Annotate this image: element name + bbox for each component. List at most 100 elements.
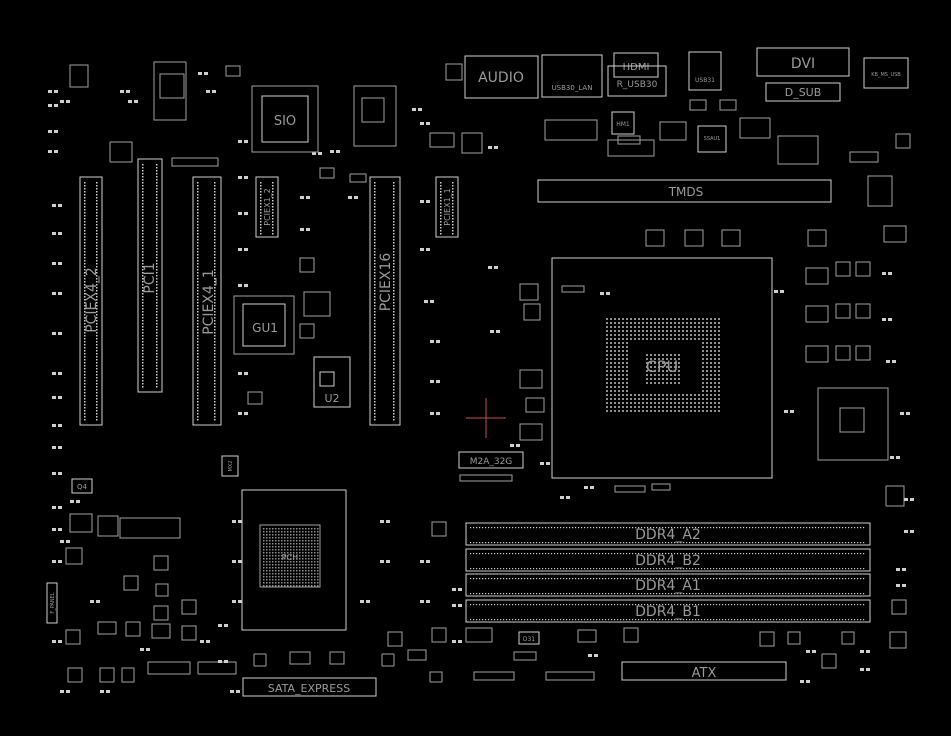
- ddr4-b1-slot[interactable]: DDR4_B1: [465, 599, 871, 623]
- dimm-pin: [479, 553, 481, 555]
- cpu-land: [650, 398, 652, 400]
- cpu-land: [710, 342, 712, 344]
- component: [544, 119, 598, 141]
- dimm-pin: [605, 553, 607, 555]
- pin-pad: [260, 212, 262, 214]
- usb31-connector[interactable]: USB31: [688, 51, 722, 91]
- dimm-pin: [755, 568, 757, 570]
- dimm-pin: [818, 527, 820, 529]
- dimm-pin: [605, 578, 607, 580]
- dimm-pin: [863, 542, 865, 544]
- dimm-pin: [611, 527, 613, 529]
- tmds-region[interactable]: TMDS: [537, 179, 832, 203]
- pin-pad: [156, 284, 158, 286]
- usb30-lan-connector[interactable]: USB30_LAN: [541, 54, 603, 98]
- hm1-chip[interactable]: HM1: [611, 111, 635, 135]
- pad: [380, 520, 384, 523]
- sio-chip[interactable]: SIO: [251, 85, 319, 153]
- pin-pad: [197, 347, 199, 349]
- d-sub-connector[interactable]: D_SUB: [765, 82, 841, 102]
- cpu-socket[interactable]: CPU: [551, 257, 773, 479]
- cpu-land: [606, 370, 608, 372]
- pch-ball: [284, 540, 286, 542]
- m2a-slot[interactable]: M2A_32G: [458, 451, 524, 469]
- pad: [58, 424, 62, 427]
- r-usb30-connector[interactable]: R_USB30: [607, 65, 667, 97]
- dimm-pin: [470, 542, 472, 544]
- pad: [780, 290, 784, 293]
- hdmi-connector[interactable]: HDMI: [613, 52, 659, 78]
- ddr4-a1-slot[interactable]: DDR4_A1: [465, 573, 871, 597]
- pin-pad: [84, 212, 86, 214]
- pch-ball: [299, 573, 301, 575]
- pin-pad: [393, 263, 395, 265]
- cpu-land: [614, 330, 616, 332]
- pad: [774, 290, 778, 293]
- gu1-chip[interactable]: GU1: [233, 295, 295, 355]
- pch-ball: [305, 585, 307, 587]
- pch-chip[interactable]: PCH: [241, 489, 347, 631]
- cpu-land: [706, 410, 708, 412]
- cpu-land: [678, 402, 680, 404]
- ssau1-chip[interactable]: SSAU1: [697, 125, 727, 153]
- f-panel-connector[interactable]: F_PANEL: [46, 582, 58, 624]
- dimm-pin: [482, 568, 484, 570]
- cpu-land: [678, 370, 680, 372]
- dimm-pin: [569, 619, 571, 621]
- u2-chip[interactable]: U2: [313, 356, 351, 408]
- kb-ms-usb-connector[interactable]: KB_MS_USB: [863, 57, 909, 89]
- dimm-pin: [677, 568, 679, 570]
- ddr4-b2-slot[interactable]: DDR4_B2: [465, 548, 871, 572]
- d31-component[interactable]: D31: [518, 631, 540, 645]
- atx-connector[interactable]: ATX: [621, 661, 787, 681]
- pad: [488, 266, 492, 269]
- cpu-land: [682, 398, 684, 400]
- pci1-slot[interactable]: PCI1: [137, 158, 163, 393]
- pciex4-1-slot[interactable]: PCIEX4_1: [192, 176, 222, 426]
- sata-express-connector[interactable]: SATA_EXPRESS: [242, 677, 377, 697]
- cpu-land: [678, 326, 680, 328]
- component: [151, 623, 171, 639]
- dimm-pin: [686, 604, 688, 606]
- dimm-pin: [821, 619, 823, 621]
- pin-pad: [374, 365, 376, 367]
- pin-pad: [142, 239, 144, 241]
- cpu-land: [618, 338, 620, 340]
- dimm-pin: [782, 619, 784, 621]
- pin-pad: [197, 275, 199, 277]
- q4-component[interactable]: Q4: [71, 478, 93, 494]
- pch-ball: [284, 534, 286, 536]
- component: [739, 117, 771, 139]
- cpu-land: [606, 378, 608, 380]
- pch-ball: [317, 579, 319, 581]
- pad: [888, 272, 892, 275]
- dimm-pin: [848, 542, 850, 544]
- dimm-pin: [752, 527, 754, 529]
- mx2-component[interactable]: MX2: [221, 455, 239, 477]
- cpu-land: [702, 326, 704, 328]
- pin-pad: [374, 251, 376, 253]
- pin-pad: [156, 179, 158, 181]
- pch-ball: [311, 555, 313, 557]
- pin-pad: [214, 335, 216, 337]
- ddr4-a2-slot[interactable]: DDR4_A2: [465, 522, 871, 546]
- dvi-connector[interactable]: DVI: [756, 47, 850, 77]
- pciex1-1-slot[interactable]: PCIEX1_1: [435, 176, 459, 238]
- pin-pad: [142, 236, 144, 238]
- pch-ball: [296, 576, 298, 578]
- dimm-pin: [737, 527, 739, 529]
- pin-pad: [272, 209, 274, 211]
- audio-connector[interactable]: AUDIO: [464, 55, 539, 99]
- pin-pad: [393, 272, 395, 274]
- pin-pad: [260, 215, 262, 217]
- pciex16-slot[interactable]: PCIEX16: [369, 176, 401, 426]
- pin-pad: [260, 233, 262, 235]
- pciex4-2-slot[interactable]: PCIEX4_2: [79, 176, 103, 426]
- pin-pad: [374, 182, 376, 184]
- dimm-pin: [719, 527, 721, 529]
- dimm-pin: [608, 578, 610, 580]
- pciex1-2-slot[interactable]: PCIEX1_2: [255, 176, 279, 238]
- pin-pad: [156, 188, 158, 190]
- cpu-land: [650, 394, 652, 396]
- dimm-pin: [809, 578, 811, 580]
